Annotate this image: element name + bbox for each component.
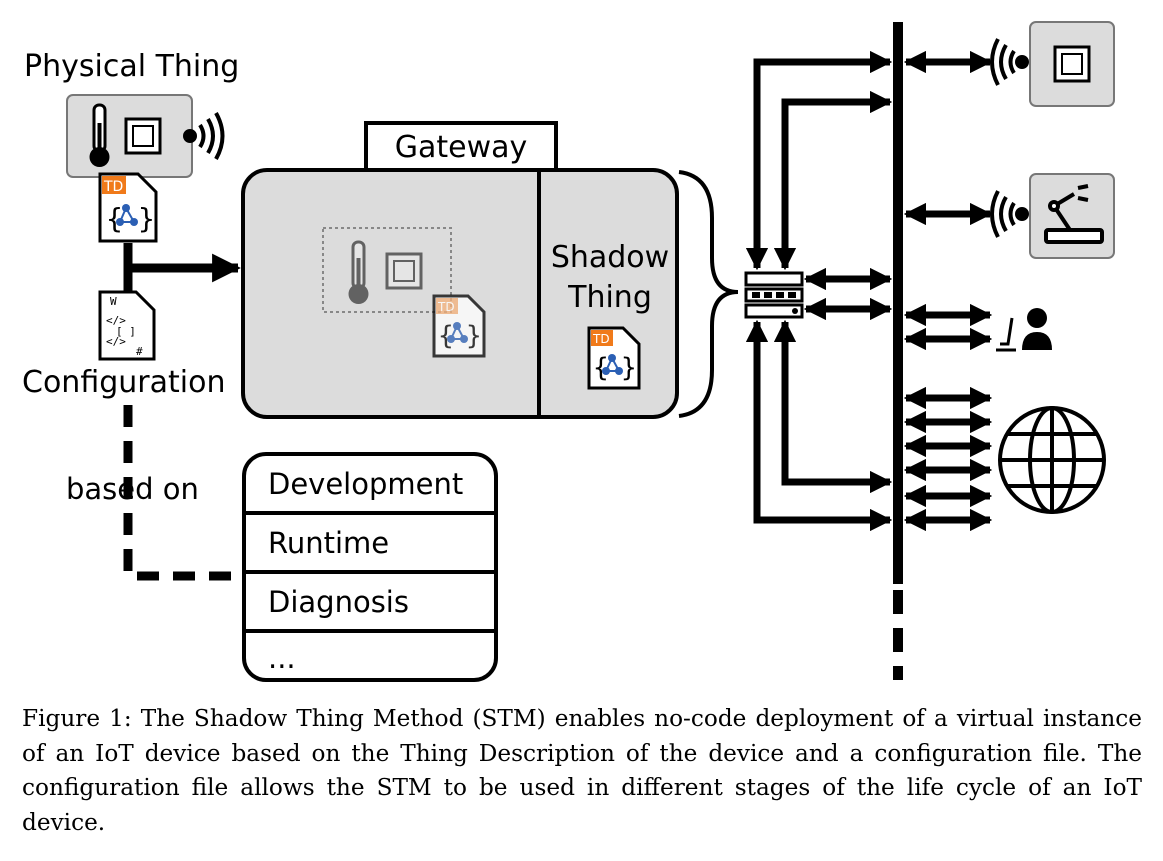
- bus-to-internet-arrows: [903, 386, 993, 532]
- svg-text:TD: TD: [592, 332, 610, 346]
- svg-text:}: }: [466, 321, 482, 351]
- based-on-dashed-connector: [123, 405, 240, 581]
- svg-text:{: {: [106, 202, 123, 235]
- shadow-thing-td-icon: TD { }: [587, 326, 641, 390]
- stage-runtime: Runtime: [246, 515, 494, 574]
- svg-text:{: {: [438, 321, 454, 351]
- svg-text:}: }: [621, 353, 637, 383]
- robot-arm-icon: [1044, 184, 1104, 244]
- svg-text:{: {: [593, 353, 609, 383]
- based-on-label: based on: [66, 472, 199, 506]
- stage-development: Development: [246, 456, 494, 515]
- robot-arm-device: [990, 173, 1115, 259]
- virtual-chip-icon: [385, 252, 423, 290]
- wireless-signal-icon: [990, 190, 1029, 238]
- server-icon: [744, 271, 804, 319]
- wireless-signal-icon: [183, 112, 225, 160]
- svg-text:</>: </>: [106, 314, 126, 327]
- chip-icon: [124, 117, 162, 155]
- configuration-label: Configuration: [22, 365, 226, 400]
- internet-globe-icon: [998, 406, 1106, 514]
- chip-icon: [1053, 45, 1091, 83]
- svg-text:TD: TD: [103, 179, 123, 195]
- figure-caption: Figure 1: The Shadow Thing Method (STM) …: [22, 705, 1142, 836]
- diagram: Physical Thing TD { } W <: [22, 21, 1115, 682]
- user-workstation-icon: [996, 308, 1052, 352]
- gateway-divider: [537, 172, 541, 415]
- physical-thing-device: [66, 94, 225, 178]
- thermometer-icon: [89, 103, 110, 167]
- server-to-bus-upper-inner: [773, 90, 893, 271]
- virtual-thermometer-icon: [348, 240, 369, 304]
- gateway-bracket: [678, 170, 739, 418]
- server-to-bus-lower-inner: [773, 319, 893, 494]
- wireless-signal-icon: [990, 38, 1029, 86]
- shadow-thing-label: Shadow Thing: [550, 240, 670, 315]
- thing-description-file-icon: TD { }: [98, 172, 158, 243]
- configuration-file-icon: W </> [ ] </> #: [98, 290, 156, 361]
- physical-thing-label: Physical Thing: [24, 49, 240, 84]
- diagram-connectors: [123, 22, 993, 680]
- person-icon: [1022, 308, 1052, 350]
- remote-chip-device: [990, 21, 1115, 107]
- stage-diagnosis: Diagnosis: [246, 574, 494, 633]
- server-to-bus-lower-outer: [745, 319, 893, 532]
- virtual-td-file-icon: TD { }: [432, 294, 486, 358]
- microscope-icon: [996, 317, 1016, 352]
- svg-text:</>: </>: [106, 335, 126, 348]
- svg-text:}: }: [138, 202, 155, 235]
- gateway-box: TD { } Shadow Thing TD { }: [241, 168, 679, 419]
- svg-text:[ ]: [ ]: [116, 325, 136, 338]
- svg-text:W: W: [110, 295, 117, 308]
- lifecycle-stages-list: Development Runtime Diagnosis ...: [242, 452, 498, 682]
- server-to-bus-upper-outer: [745, 50, 893, 271]
- stage-more: ...: [268, 641, 296, 675]
- svg-text:#: #: [136, 345, 143, 358]
- gateway-label: Gateway: [364, 121, 558, 169]
- svg-text:TD: TD: [437, 300, 455, 314]
- virtual-device-icon: TD { }: [322, 227, 486, 358]
